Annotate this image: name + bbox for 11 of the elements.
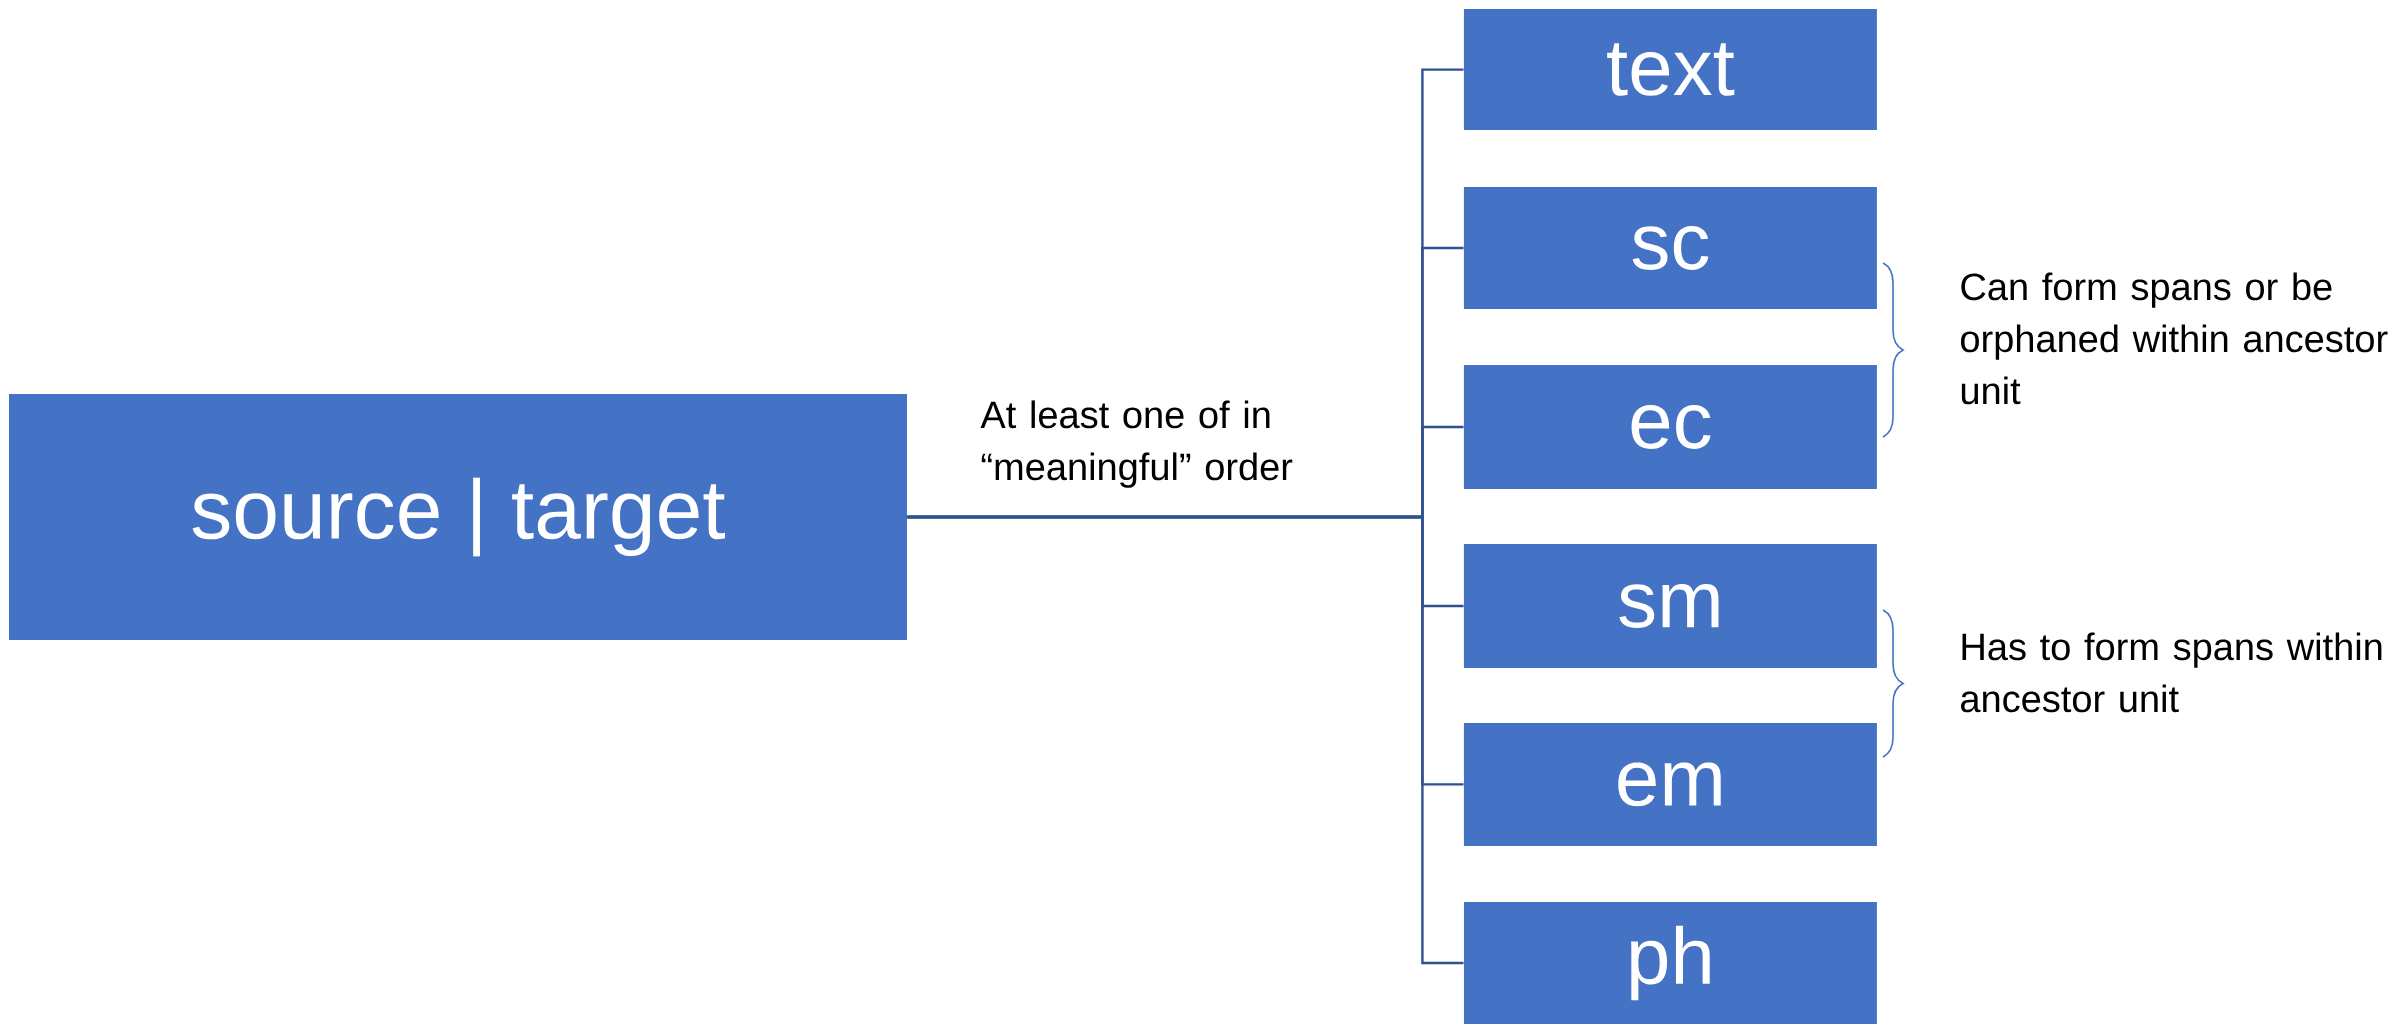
process-box: source | target: [9, 394, 907, 640]
process-box: sc: [1463, 187, 1877, 309]
process-box: text: [1463, 9, 1877, 131]
note-text: Has to form spans within ancestor unit: [1961, 632, 2382, 713]
process-box: ph: [1463, 902, 1877, 1024]
process-box: sm: [1463, 544, 1877, 668]
process-box: em: [1463, 722, 1877, 846]
note-text: At least one of in “meaningful” order: [980, 400, 1293, 488]
connector-line: [907, 515, 1464, 965]
process-box: ec: [1463, 365, 1877, 489]
note-text: Can form spans or be orphaned within ancestor unit: [1961, 272, 2388, 405]
